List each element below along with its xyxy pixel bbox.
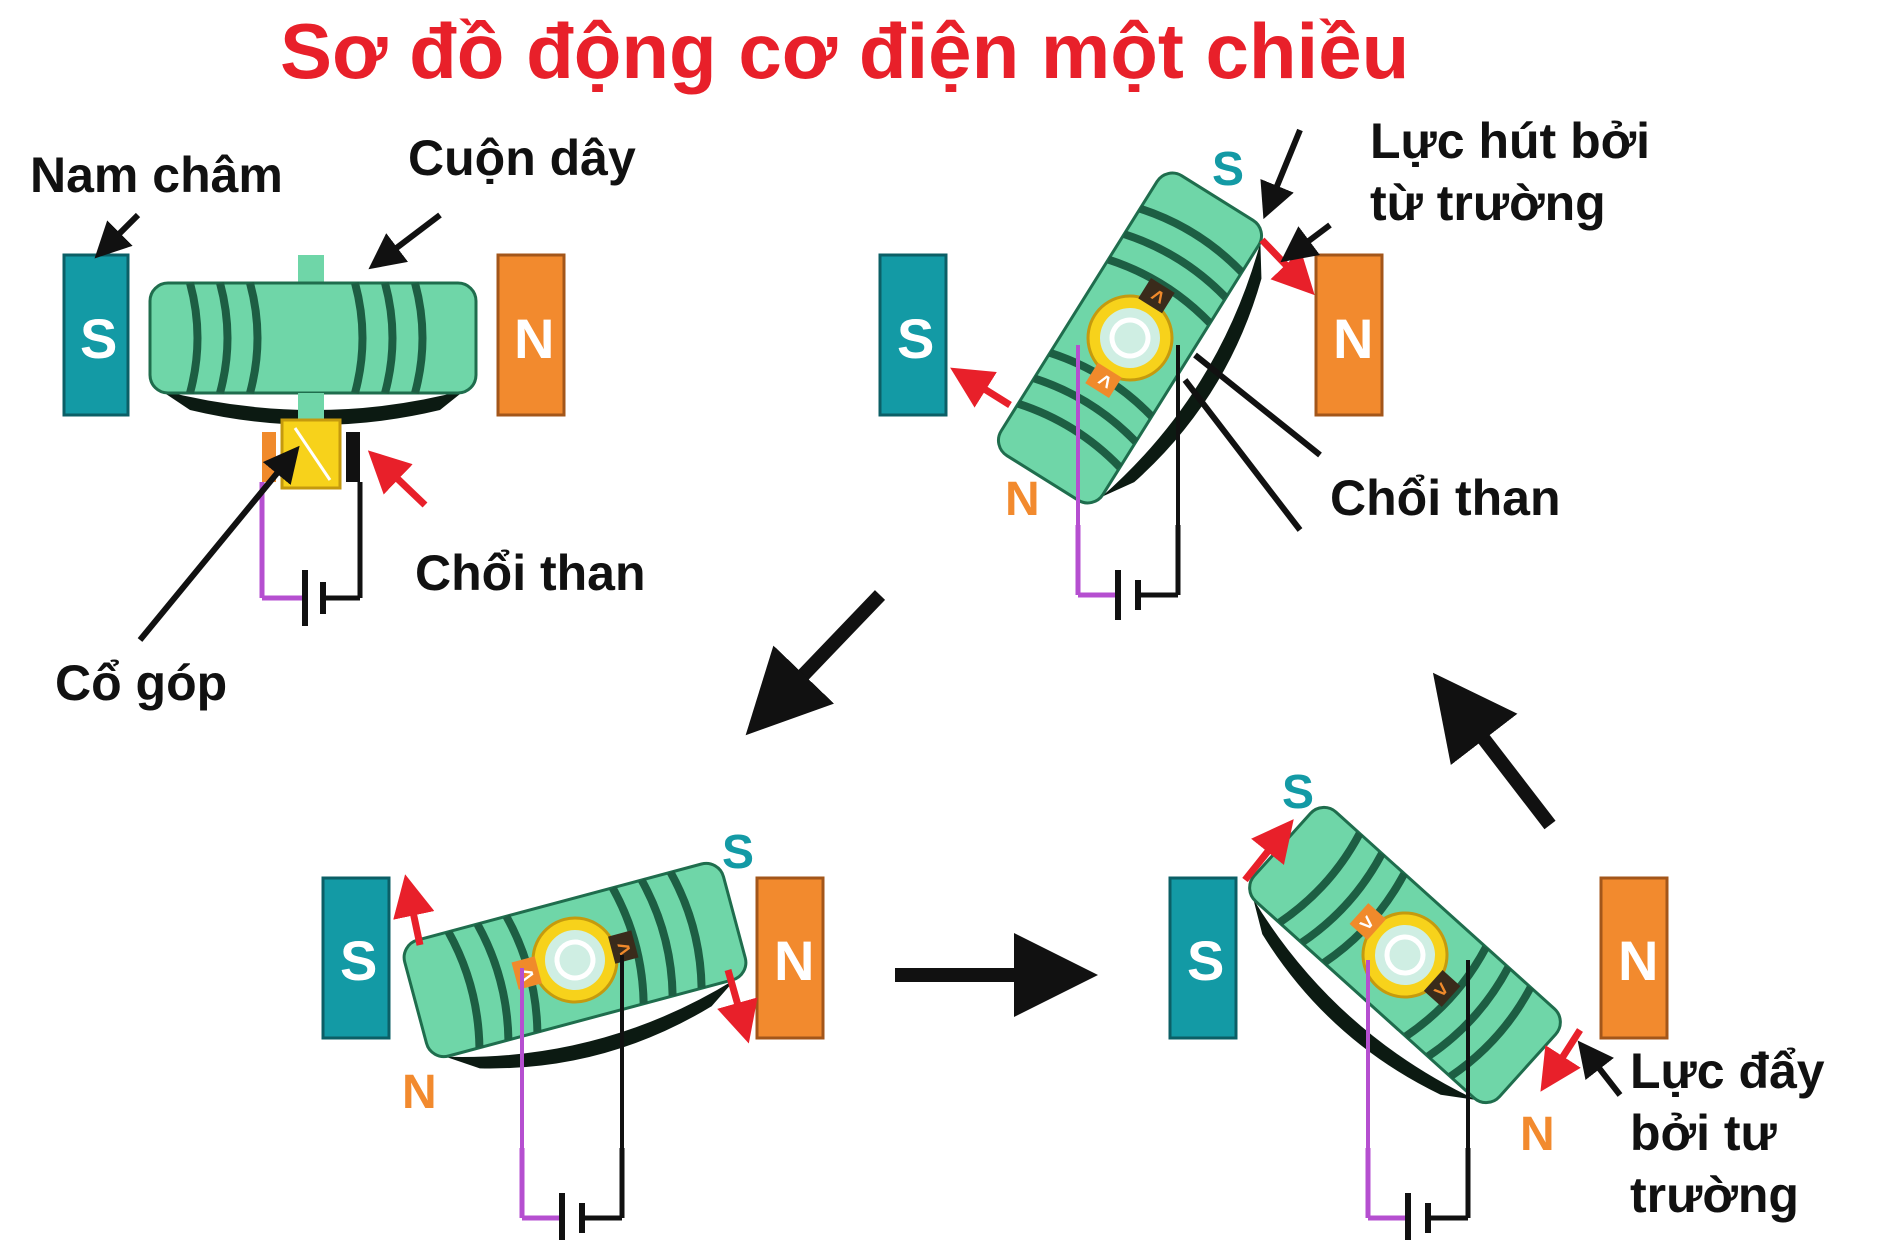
panel-3: S N S N [321,826,825,1240]
rotor-3-pole-s: S [722,826,754,879]
magnet-s-4-label: S [1187,929,1224,992]
magnet-s-1-label: S [80,307,117,370]
label-luc-hut-2: từ trường [1370,175,1606,231]
page-title: Sơ đồ động cơ điện một chiều [280,7,1409,95]
magnet-s-2 [878,253,948,417]
panel-2: S N S N Lực hút bởi từ trường Chổi than [878,113,1650,620]
magnet-n-4 [1599,876,1669,1040]
magnet-n-2-label: N [1333,307,1373,370]
pointer-cuon-day [368,212,442,270]
force-arrow-4a [1242,819,1294,883]
label-luc-day-3: trường [1630,1167,1799,1223]
rotor-4-pole-s: S [1282,766,1314,819]
force-arrow-3a [393,874,435,946]
label-cuon-day: Cuộn dây [408,130,636,186]
pointer-choi-than-2b [1182,378,1303,532]
cycle-arrow-3 [1432,672,1556,830]
cycle-arrow-1 [745,590,886,736]
magnet-s-3 [321,876,391,1040]
battery-2 [1078,525,1178,620]
rotor-2-pole-s: S [1212,143,1244,196]
force-arrow-3b [717,969,758,1044]
label-choi-than-1: Chổi than [415,545,646,601]
force-arrow-2b [950,367,1012,408]
magnet-s-2-label: S [897,307,934,370]
pointer-co-gop [137,445,300,642]
pointer-choi-than-2a [1193,352,1322,458]
label-luc-day-2: bởi tư [1630,1105,1778,1161]
brush-1-right [346,432,360,482]
magnet-s-3-label: S [340,929,377,992]
label-choi-than-2: Chổi than [1330,470,1561,526]
pointer-nam-cham [94,212,141,259]
panel-1: S N Nam [30,130,646,711]
rotor-2-pole-n: N [1005,473,1040,526]
battery-1 [259,482,363,626]
label-luc-hut-1: Lực hút bởi [1370,113,1650,169]
label-co-gop: Cổ góp [55,655,227,711]
rotor-3 [400,859,760,1097]
rotor-3-pole-n: N [402,1066,437,1119]
pointer-choi-than-1 [367,450,428,508]
magnet-n-1-label: N [514,307,554,370]
pointer-luc-day [1577,1040,1623,1097]
magnet-s-4 [1168,876,1238,1040]
magnet-n-3 [755,876,825,1040]
label-nam-cham: Nam châm [30,147,283,203]
label-luc-day-1: Lực đẩy [1630,1043,1825,1099]
rotor-4-pole-n: N [1520,1108,1555,1161]
magnet-s-1 [62,253,130,417]
force-arrow-2a [1259,237,1315,296]
rotor-1 [148,255,478,428]
magnet-n-4-label: N [1618,929,1658,992]
battery-3 [522,1148,622,1240]
battery-4 [1368,1148,1468,1240]
panel-4: S N S N Lực đẩy bởi tư trường [1168,766,1825,1240]
magnet-n-3-label: N [774,929,814,992]
pointer-luc-hut-b [1280,222,1332,263]
magnet-n-2 [1314,253,1384,417]
force-arrow-4b [1540,1028,1583,1092]
magnet-n-1 [496,253,566,417]
pointer-luc-hut-a [1260,128,1303,220]
